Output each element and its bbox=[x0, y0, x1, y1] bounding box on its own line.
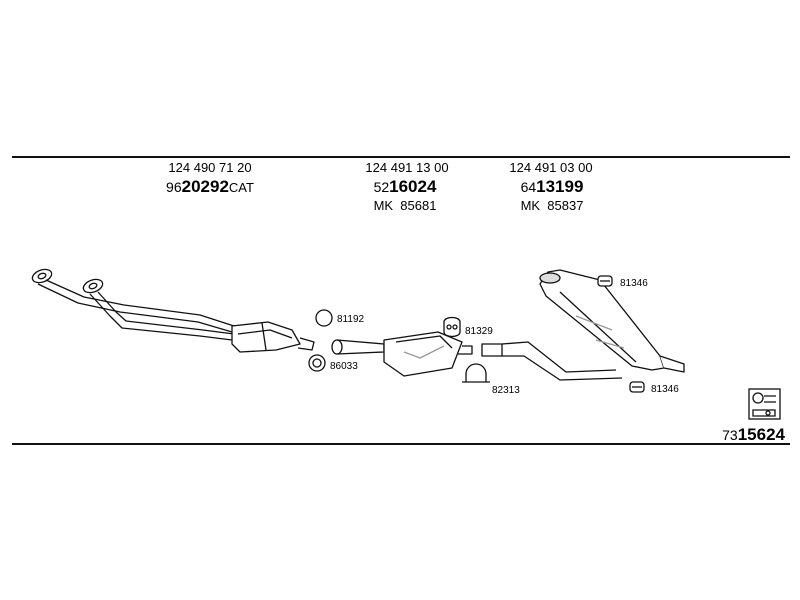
diagram-code-main: 15624 bbox=[738, 425, 786, 444]
part-number-1: 9620292CAT bbox=[166, 177, 254, 196]
part-number-3: 6413199 bbox=[521, 177, 584, 196]
part-prefix-1: 96 bbox=[166, 179, 182, 195]
rubber-mount-bottom bbox=[629, 381, 645, 393]
gasket-label: 86033 bbox=[330, 361, 358, 372]
oe-number-1: 124 490 71 20 bbox=[168, 160, 251, 175]
rear-silencer bbox=[481, 269, 685, 381]
rubber-mount-top bbox=[597, 275, 613, 287]
part-main-1: 20292 bbox=[182, 177, 229, 196]
front-pipe-catalyst bbox=[31, 268, 315, 353]
oe-number-2: 124 491 13 00 bbox=[365, 160, 448, 175]
mk-number-3: MK 85837 bbox=[521, 198, 584, 213]
oe-number-3: 124 491 03 00 bbox=[509, 160, 592, 175]
part-main-3: 13199 bbox=[536, 177, 583, 196]
ring-part bbox=[315, 309, 333, 327]
gasket-part bbox=[308, 354, 326, 372]
ring-label: 81192 bbox=[337, 314, 365, 325]
diagram-code: 7315624 bbox=[722, 425, 785, 444]
mk-number-2: MK 85681 bbox=[374, 198, 437, 213]
clamp-label: 82313 bbox=[492, 385, 520, 396]
part-suffix-1: CAT bbox=[229, 180, 254, 195]
centre-silencer bbox=[331, 331, 473, 377]
hanger-part bbox=[443, 316, 461, 338]
diagram-code-prefix: 73 bbox=[722, 427, 738, 443]
clamp-part bbox=[462, 363, 490, 383]
part-number-2: 5216024 bbox=[374, 177, 437, 196]
rubber-mount-bottom-label: 81346 bbox=[651, 384, 679, 395]
part-prefix-3: 64 bbox=[521, 179, 537, 195]
rubber-mount-top-label: 81346 bbox=[620, 278, 648, 289]
part-main-2: 16024 bbox=[389, 177, 437, 196]
hanger-label: 81329 bbox=[465, 326, 493, 337]
part-prefix-2: 52 bbox=[374, 179, 390, 195]
fitting-kit-icon bbox=[748, 388, 781, 420]
